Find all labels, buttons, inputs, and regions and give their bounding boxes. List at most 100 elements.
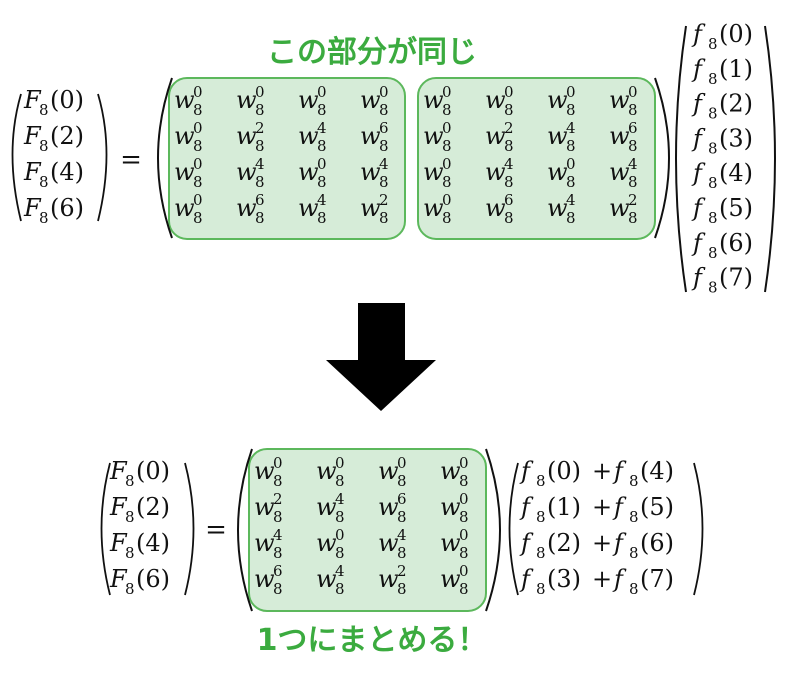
- function-base: f: [519, 493, 534, 521]
- function-subscript: 8: [39, 101, 49, 119]
- w-subscript: 8: [379, 209, 389, 227]
- function-base: f: [612, 529, 627, 557]
- w-term: w84: [236, 155, 265, 191]
- function-subscript: 8: [39, 173, 49, 191]
- w-base: w: [423, 158, 444, 186]
- function-base: F: [23, 86, 42, 114]
- top-right-highlight-box: [417, 77, 656, 240]
- w-subscript: 8: [442, 173, 452, 191]
- w-exponent: 0: [442, 155, 452, 173]
- w-base: w: [316, 565, 337, 593]
- w-exponent: 0: [459, 562, 469, 580]
- w-exponent: 0: [317, 155, 327, 173]
- w-base: w: [236, 86, 257, 114]
- w-subscript: 8: [397, 580, 407, 598]
- function-base: f: [519, 565, 534, 593]
- function-argument: (0): [547, 457, 581, 485]
- function-subscript: 8: [629, 472, 639, 490]
- w-base: w: [298, 122, 319, 150]
- w-exponent: 4: [317, 191, 327, 209]
- w-exponent: 4: [335, 490, 345, 508]
- w-exponent: 2: [273, 490, 283, 508]
- bottom-lhs-entry: F8(6): [109, 565, 170, 598]
- function-subscript: 8: [708, 244, 718, 262]
- function-argument: (1): [719, 55, 753, 83]
- w-subscript: 8: [459, 472, 469, 490]
- w-subscript: 8: [504, 173, 514, 191]
- w-term: w82: [360, 191, 389, 227]
- w-base: w: [547, 122, 568, 150]
- w-term: w82: [236, 119, 265, 155]
- w-subscript: 8: [504, 101, 514, 119]
- top-lhs-right-paren: [97, 93, 108, 222]
- w-subscript: 8: [317, 173, 327, 191]
- w-subscript: 8: [397, 472, 407, 490]
- function-base: f: [612, 457, 627, 485]
- w-exponent: 4: [379, 155, 389, 173]
- function-argument: (5): [719, 194, 753, 222]
- w-base: w: [316, 457, 337, 485]
- w-term: w82: [378, 562, 407, 598]
- function-argument: (4): [136, 529, 170, 557]
- w-subscript: 8: [317, 101, 327, 119]
- w-subscript: 8: [335, 580, 345, 598]
- function-subscript: 8: [708, 209, 718, 227]
- w-term: w80: [423, 155, 452, 191]
- function-base: f: [691, 264, 706, 292]
- plus-sign: +: [592, 565, 612, 593]
- w-term: w80: [316, 526, 345, 562]
- function-argument: (0): [719, 20, 753, 48]
- w-exponent: 6: [504, 191, 514, 209]
- function-base: F: [109, 565, 128, 593]
- w-term: w84: [609, 155, 638, 191]
- w-term: w80: [254, 454, 283, 490]
- function-argument: (0): [136, 457, 170, 485]
- w-exponent: 0: [335, 526, 345, 544]
- function-base: f: [612, 565, 627, 593]
- function-subscript: 8: [536, 580, 546, 598]
- bottom-sum-left-paren: [508, 462, 519, 596]
- w-subscript: 8: [504, 209, 514, 227]
- w-term: w82: [609, 191, 638, 227]
- w-base: w: [485, 86, 506, 114]
- w-base: w: [609, 86, 630, 114]
- function-subscript: 8: [708, 105, 718, 123]
- w-base: w: [254, 457, 275, 485]
- w-term: w86: [485, 191, 514, 227]
- w-base: w: [440, 529, 461, 557]
- bottom-lhs-right-paren: [184, 462, 195, 596]
- function-subscript: 8: [708, 139, 718, 157]
- function-argument: (1): [547, 493, 581, 521]
- w-subscript: 8: [566, 101, 576, 119]
- w-subscript: 8: [379, 137, 389, 155]
- function-subscript: 8: [125, 544, 135, 562]
- w-subscript: 8: [193, 101, 203, 119]
- function-subscript: 8: [125, 580, 135, 598]
- plus-sign: +: [592, 493, 612, 521]
- w-base: w: [423, 122, 444, 150]
- top-lhs-left-paren: [11, 93, 22, 222]
- w-term: w80: [440, 454, 469, 490]
- function-subscript: 8: [708, 35, 718, 53]
- w-exponent: 2: [504, 119, 514, 137]
- bottom-lhs-vector: F8(0)F8(2)F8(4)F8(6): [109, 457, 170, 598]
- w-exponent: 4: [504, 155, 514, 173]
- w-term: w82: [254, 490, 283, 526]
- w-subscript: 8: [273, 508, 283, 526]
- function-base: F: [23, 122, 42, 150]
- w-subscript: 8: [628, 101, 638, 119]
- w-term: w80: [236, 83, 265, 119]
- top-lhs-entry: F8(2): [23, 122, 84, 155]
- function-argument: (7): [640, 565, 674, 593]
- w-term: w84: [316, 562, 345, 598]
- function-subscript: 8: [708, 174, 718, 192]
